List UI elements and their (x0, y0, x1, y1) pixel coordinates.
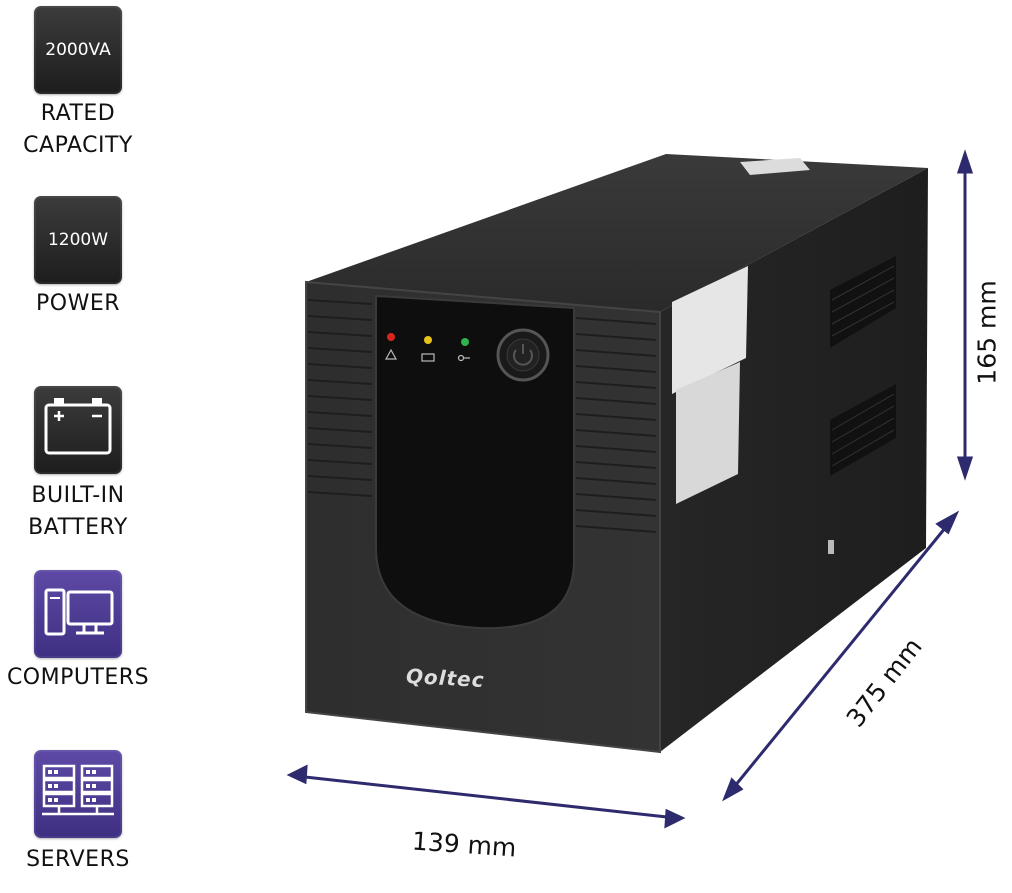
warning-icon (384, 348, 398, 360)
power-value: 1200W (47, 230, 109, 250)
capacity-label-line2: CAPACITY (23, 133, 133, 158)
capacity-tile: 2000VA (34, 6, 122, 94)
line-indicator-icon (457, 354, 470, 362)
capacity-value: 2000VA (45, 40, 111, 60)
led-red (387, 333, 395, 341)
front-vents-right (575, 317, 657, 533)
battery-label-line1: BUILT-IN (31, 483, 125, 508)
servers-tile (34, 750, 122, 838)
height-dimension-label: 165 mm (972, 280, 1002, 385)
server-rack-icon (42, 764, 114, 816)
side-vents (830, 256, 896, 476)
led-green (461, 338, 469, 346)
servers-label: SERVERS (26, 847, 130, 872)
side-screw (828, 540, 834, 554)
led-yellow (424, 336, 432, 344)
power-label: POWER (35, 291, 121, 316)
battery-tile (34, 386, 122, 474)
top-sticker (740, 158, 810, 175)
battery-indicator-icon (421, 353, 435, 362)
battery-icon (44, 398, 112, 455)
computers-label: COMPUTERS (6, 665, 150, 690)
depth-arrow (728, 521, 952, 793)
power-tile: 1200W (34, 196, 122, 284)
front-vents-left (307, 299, 373, 497)
side-sticker-lower (676, 362, 740, 504)
capacity-label-line1: RATED (40, 101, 116, 126)
side-sticker-upper (672, 266, 748, 394)
battery-label-line2: BATTERY (28, 515, 128, 540)
ups-top-face (306, 154, 928, 312)
computers-tile (34, 570, 122, 658)
computer-icon (44, 588, 114, 636)
width-arrow (295, 774, 677, 820)
